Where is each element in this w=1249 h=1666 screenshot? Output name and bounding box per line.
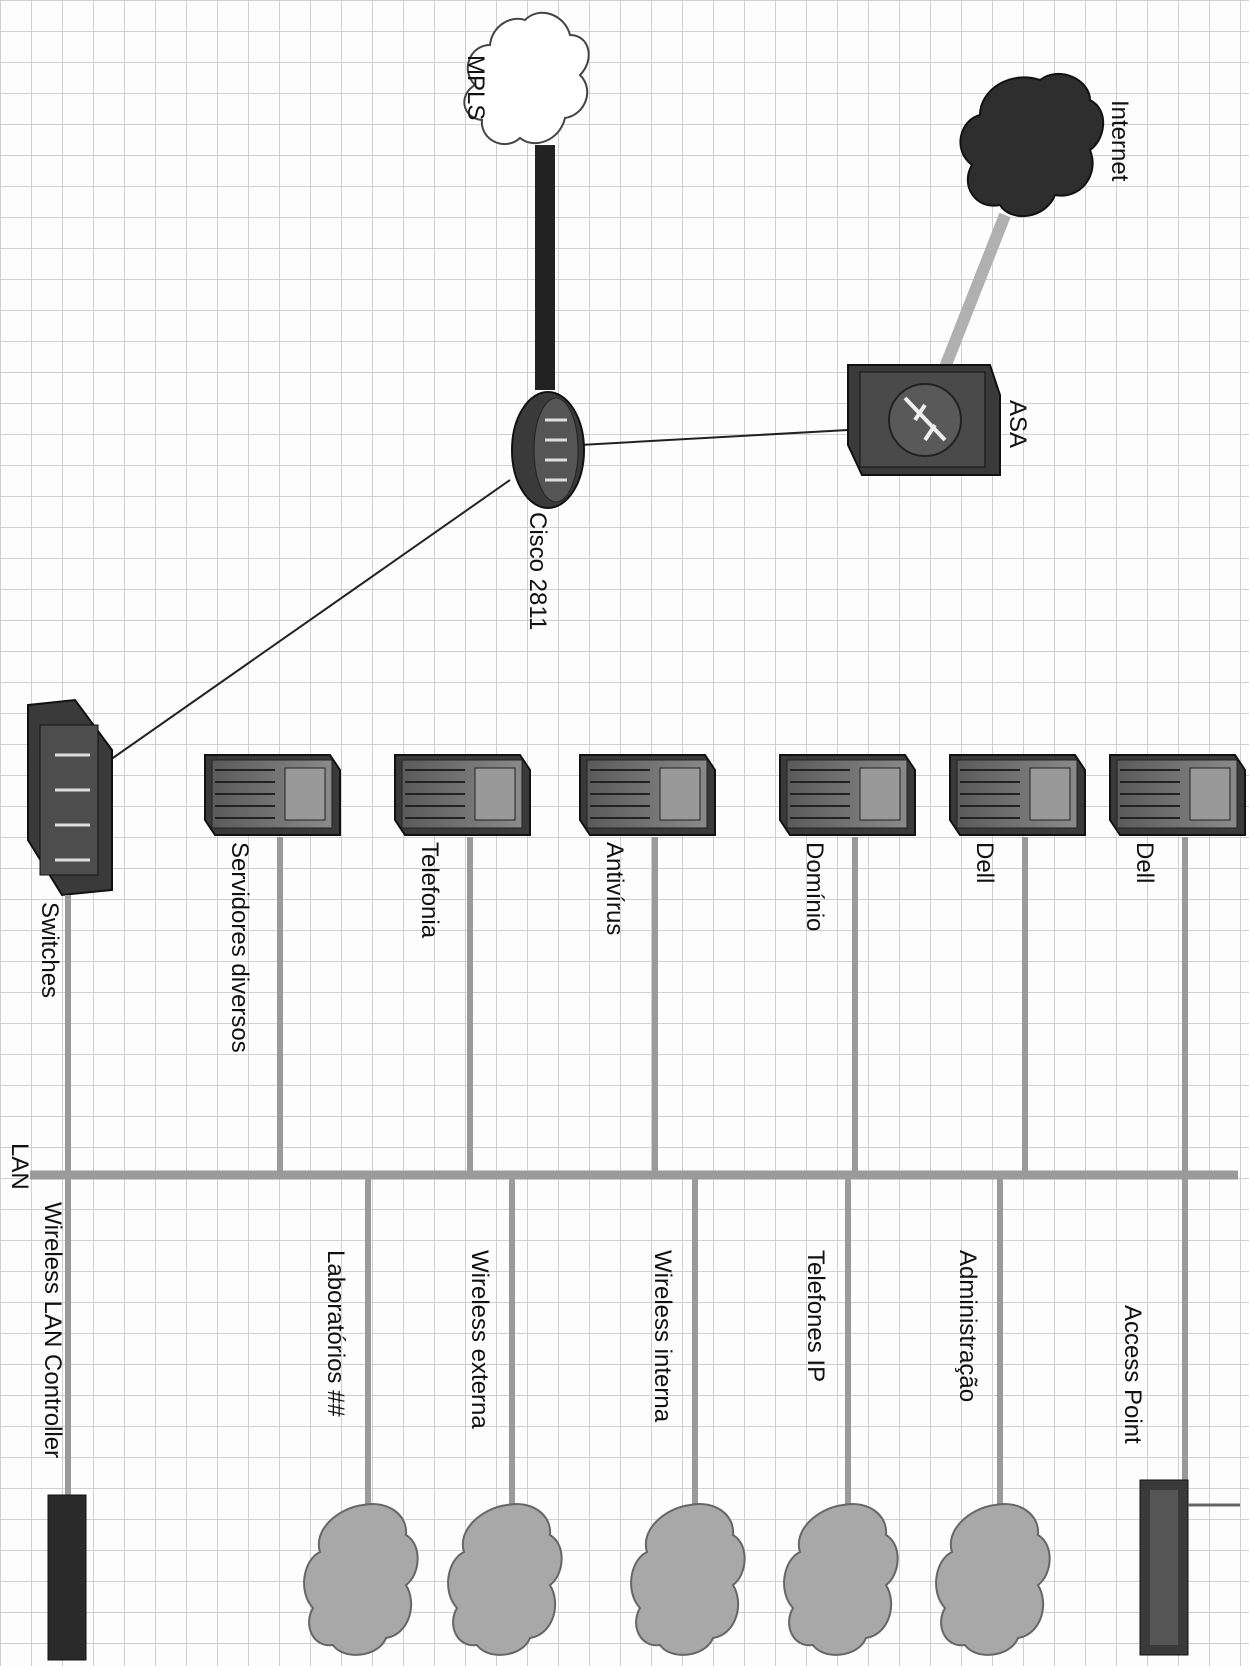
server-label: Antivírus	[601, 842, 628, 935]
server-label: Servidores diversos	[226, 842, 253, 1053]
router-label: Cisco 2811	[524, 512, 551, 630]
internet-cloud-icon	[959, 73, 1105, 218]
network-cloud-icon	[935, 1503, 1051, 1656]
segment-label: Wireless interna	[649, 1250, 676, 1423]
access-point-icon	[1139, 1479, 1240, 1656]
server-label: Domínio	[801, 842, 828, 931]
server-icon	[949, 754, 1086, 836]
segment-label: Telefones IP	[802, 1250, 829, 1382]
segment-label: Wireless externa	[466, 1250, 493, 1429]
link-router-asa	[579, 429, 849, 446]
network-cloud-icon	[303, 1503, 419, 1656]
server-label: Dell	[971, 842, 998, 883]
mpls-label: MPLS	[462, 55, 489, 120]
server-icon	[1109, 754, 1246, 836]
link-internet-asa	[934, 212, 1011, 383]
mpls-cloud-icon	[463, 11, 590, 145]
internet-label: Internet	[1106, 100, 1133, 182]
lan-label: LAN	[6, 1143, 33, 1190]
server-label: Dell	[1131, 842, 1158, 883]
asa-firewall-icon	[847, 364, 1001, 476]
router-icon	[511, 391, 585, 509]
access-point-label: Access Point	[1119, 1305, 1146, 1444]
switches-label: Switches	[36, 902, 63, 998]
network-cloud-icon	[447, 1503, 563, 1656]
link-router-switch	[109, 479, 511, 761]
wlc-label: Wireless LAN Controller	[39, 1202, 66, 1458]
wlc-icon	[47, 1494, 87, 1661]
server-icon	[204, 754, 341, 836]
segment-label: Laboratórios ##	[322, 1250, 349, 1417]
network-cloud-icon	[783, 1503, 899, 1656]
server-icon	[779, 754, 916, 836]
server-label: Telefonia	[416, 842, 443, 939]
server-icon	[394, 754, 531, 836]
segment-label: Administração	[954, 1250, 981, 1402]
server-icon	[579, 754, 716, 836]
asa-label: ASA	[1004, 400, 1031, 448]
switch-icon	[27, 698, 113, 897]
network-cloud-icon	[630, 1503, 746, 1656]
